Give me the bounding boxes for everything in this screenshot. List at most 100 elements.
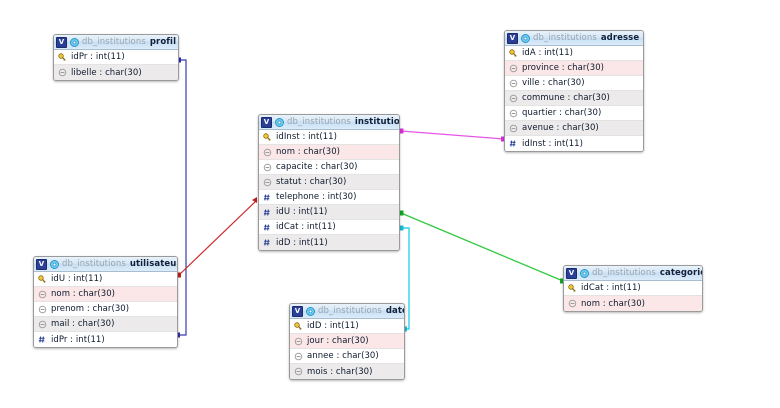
char-field-icon xyxy=(294,352,303,361)
column-label: prenom : char(30) xyxy=(51,304,130,314)
char-field-icon xyxy=(509,79,518,88)
column-label: commune : char(30) xyxy=(522,93,610,103)
column-row[interactable]: ville : char(30) xyxy=(505,76,643,91)
column-row[interactable]: province : char(30) xyxy=(505,61,643,76)
gear-icon[interactable] xyxy=(50,259,59,269)
column-label: idInst : int(11) xyxy=(522,138,584,149)
column-row[interactable]: prenom : char(30) xyxy=(34,302,177,317)
column-label: jour : char(30) xyxy=(307,336,369,346)
char-field-icon xyxy=(38,320,47,329)
column-label: idU : int(11) xyxy=(276,207,328,217)
int-field-icon xyxy=(263,208,272,217)
char-field-icon xyxy=(38,290,47,299)
column-row[interactable]: quartier : char(30) xyxy=(505,106,643,121)
char-field-icon xyxy=(509,64,518,73)
int-field-icon xyxy=(38,335,47,344)
column-row[interactable]: libelle : char(30) xyxy=(54,65,178,80)
column-row[interactable]: annee : char(30) xyxy=(290,349,404,364)
entity-header-date[interactable]: Vdb_institutionsdate xyxy=(290,304,404,319)
key-icon xyxy=(38,274,47,284)
relation-institution-categorie[interactable] xyxy=(398,210,566,284)
column-row[interactable]: nom : char(30) xyxy=(564,296,702,311)
column-row[interactable]: idU : int(11) xyxy=(259,205,399,220)
column-label: idPr : int(11) xyxy=(71,52,125,62)
schema-name-label: db_institutions xyxy=(533,33,597,43)
table-name-label: date xyxy=(385,306,404,316)
char-field-icon xyxy=(294,337,303,346)
entity-table-date[interactable]: Vdb_institutionsdate idD : int(11) jour : … xyxy=(289,303,405,380)
column-label: capacite : char(30) xyxy=(276,162,358,172)
column-row[interactable]: statut : char(30) xyxy=(259,175,399,190)
column-row[interactable]: mois : char(30) xyxy=(290,364,404,379)
column-row[interactable]: commune : char(30) xyxy=(505,91,643,106)
column-label: ville : char(30) xyxy=(522,78,585,88)
column-row[interactable]: mail : char(30) xyxy=(34,317,177,332)
key-icon xyxy=(58,52,67,62)
column-row[interactable]: nom : char(30) xyxy=(34,287,177,302)
column-row[interactable]: idCat : int(11) xyxy=(259,220,399,235)
column-row[interactable]: idInst : int(11) xyxy=(505,136,643,151)
view-badge-icon: V xyxy=(566,267,577,279)
relation-utilisateur-institution[interactable] xyxy=(176,197,258,278)
column-row[interactable]: idCat : int(11) xyxy=(564,281,702,296)
column-label: statut : char(30) xyxy=(276,177,347,187)
view-badge-icon: V xyxy=(36,258,47,270)
column-row[interactable]: idPr : int(11) xyxy=(34,332,177,347)
gear-icon[interactable] xyxy=(580,268,589,278)
column-row[interactable]: capacite : char(30) xyxy=(259,160,399,175)
entity-header-institution[interactable]: Vdb_institutionsinstitution xyxy=(259,115,399,130)
column-row[interactable]: idPr : int(11) xyxy=(54,50,178,65)
key-icon xyxy=(568,283,577,293)
column-label: province : char(30) xyxy=(522,63,605,73)
char-field-icon xyxy=(568,299,577,308)
char-field-icon xyxy=(509,124,518,133)
column-label: idCat : int(11) xyxy=(581,283,641,293)
column-label: idU : int(11) xyxy=(51,274,103,284)
key-icon xyxy=(294,321,303,331)
key-icon xyxy=(509,48,518,58)
column-row[interactable]: telephone : int(30) xyxy=(259,190,399,205)
schema-name-label: db_institutions xyxy=(318,306,382,316)
relation-institution-adresse[interactable] xyxy=(398,128,507,142)
column-label: idCat : int(11) xyxy=(276,222,336,232)
column-row[interactable]: jour : char(30) xyxy=(290,334,404,349)
gear-icon[interactable] xyxy=(306,306,315,316)
column-row[interactable]: idD : int(11) xyxy=(290,319,404,334)
column-row[interactable]: avenue : char(30) xyxy=(505,121,643,136)
column-label: annee : char(30) xyxy=(307,351,379,361)
column-label: mail : char(30) xyxy=(51,319,115,329)
schema-name-label: db_institutions xyxy=(592,268,656,278)
column-label: idD : int(11) xyxy=(307,321,359,331)
column-row[interactable]: idA : int(11) xyxy=(505,46,643,61)
table-name-label: institution xyxy=(354,117,400,127)
column-row[interactable]: idD : int(11) xyxy=(259,235,399,250)
column-label: nom : char(30) xyxy=(51,289,116,299)
column-row[interactable]: nom : char(30) xyxy=(259,145,399,160)
table-name-label: adresse xyxy=(600,33,640,43)
char-field-icon xyxy=(38,305,47,314)
char-field-icon xyxy=(58,68,67,77)
column-label: idA : int(11) xyxy=(522,48,574,58)
column-row[interactable]: idU : int(11) xyxy=(34,272,177,287)
gear-icon[interactable] xyxy=(275,117,284,127)
table-name-label: categorie xyxy=(659,268,703,278)
column-label: quartier : char(30) xyxy=(522,108,602,118)
entity-table-institution[interactable]: Vdb_institutionsinstitutionidInst : int(… xyxy=(258,114,400,251)
column-label: libelle : char(30) xyxy=(71,67,142,78)
column-label: telephone : int(30) xyxy=(276,192,357,202)
column-row[interactable]: idInst : int(11) xyxy=(259,130,399,145)
gear-icon[interactable] xyxy=(70,37,79,47)
gear-icon[interactable] xyxy=(521,33,530,43)
view-badge-icon: V xyxy=(261,116,272,128)
schema-name-label: db_institutions xyxy=(62,259,126,269)
column-label: idD : int(11) xyxy=(276,237,328,248)
